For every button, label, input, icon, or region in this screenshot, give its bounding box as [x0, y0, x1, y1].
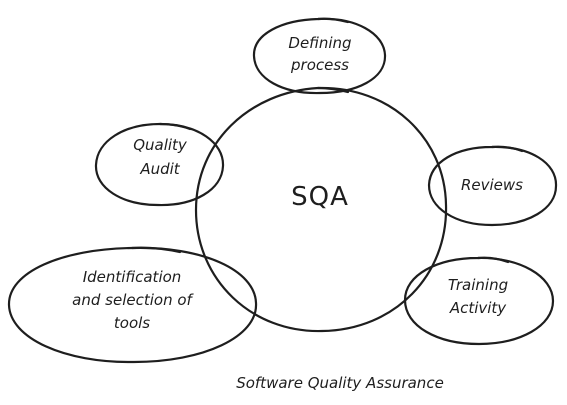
quality-audit-line-2: Audit [139, 160, 180, 178]
training-activity-overstroke [476, 256, 510, 264]
reviews-overstroke [490, 145, 524, 153]
quality-audit-ellipse [94, 122, 225, 207]
node-quality-audit: Quality Audit [94, 122, 225, 207]
quality-audit-line-1: Quality [133, 136, 188, 154]
node-defining-process: Defining process [252, 17, 387, 95]
node-reviews: Reviews [427, 145, 558, 227]
defining-process-line-1: Defining [288, 34, 351, 52]
training-activity-line-2: Activity [449, 299, 507, 317]
diagram-caption: Software Quality Assurance [236, 374, 444, 392]
training-activity-ellipse [403, 256, 555, 346]
node-identification-tools: Identification and selection of tools [7, 246, 258, 364]
node-training-activity: Training Activity [403, 256, 555, 346]
identification-ellipse [7, 246, 258, 364]
defining-process-ellipse [252, 17, 387, 95]
reviews-ellipse [427, 145, 558, 227]
sqa-center-node: SQA [194, 86, 448, 333]
defining-process-overstroke [316, 17, 350, 24]
identification-line-1: Identification [83, 268, 182, 286]
sqa-circle [194, 86, 448, 333]
identification-line-2: and selection of [72, 291, 194, 309]
sqa-center-label: SQA [291, 182, 349, 212]
identification-overstroke [130, 246, 182, 254]
training-activity-line-1: Training [448, 276, 508, 294]
identification-line-3: tools [114, 314, 150, 332]
quality-audit-overstroke [158, 122, 192, 131]
reviews-label: Reviews [461, 176, 523, 194]
defining-process-line-2: process [290, 56, 349, 74]
